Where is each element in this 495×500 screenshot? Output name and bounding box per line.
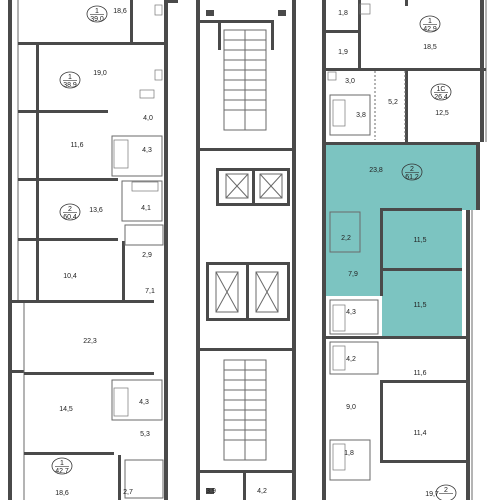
apartment-total-area: 60,4	[63, 214, 77, 221]
room-area-r23: 5,2	[388, 99, 398, 106]
apartment-total-area: 38,9	[63, 82, 77, 89]
room-area-r3: 4,0	[143, 115, 153, 122]
room-area-r16: 2,7	[123, 489, 133, 496]
room-area-r2: 19,0	[93, 70, 107, 77]
apartment-badge-a7[interactable]: 261,2	[401, 163, 423, 181]
apartment-total-area: 42,9	[423, 26, 437, 33]
room-area-r29: 7,9	[348, 271, 358, 278]
apartment-badge-a4[interactable]: 142,7	[51, 457, 73, 475]
apartment-rooms: 2	[444, 487, 448, 494]
room-area-r11: 22,3	[83, 338, 97, 345]
apartment-badge-a3[interactable]: 260,4	[59, 203, 81, 221]
apartment-rooms: 2	[68, 206, 72, 213]
room-area-r32: 4,2	[346, 356, 356, 363]
apartment-total-area: 42,7	[55, 468, 69, 475]
room-area-r1: 18,6	[113, 8, 127, 15]
room-area-r7: 4,1	[141, 205, 151, 212]
room-area-r4: 11,6	[70, 142, 83, 149]
apartment-badge-circle	[59, 71, 81, 89]
room-area-r6: 13,6	[89, 207, 103, 214]
room-area-r18: 4,2	[257, 488, 267, 495]
apartment-badge-a2[interactable]: 138,9	[59, 71, 81, 89]
room-area-r12: 4,3	[139, 399, 149, 406]
room-area-r36: 1,8	[344, 450, 354, 457]
room-area-r27: 2,2	[341, 235, 351, 242]
room-area-r28: 11,5	[413, 237, 426, 244]
room-area-r25: 12,5	[435, 110, 449, 117]
room-area-r21: 1,9	[338, 49, 348, 56]
room-area-r24: 3,8	[356, 112, 366, 119]
apartment-badge-a1[interactable]: 139,0	[86, 5, 108, 23]
apartment-rooms: 1	[428, 18, 432, 25]
apartment-badge-circle	[59, 203, 81, 221]
room-area-r34: 9,0	[346, 404, 356, 411]
room-area-r17: 3,9	[206, 488, 216, 495]
left-wing-walls	[8, 0, 178, 500]
apartment-total-area: 39,0	[90, 16, 104, 23]
room-area-r33: 11,6	[413, 370, 426, 377]
room-area-r20: 18,5	[423, 44, 437, 51]
room-area-r14: 5,3	[140, 431, 150, 438]
apartment-total-area: 26,4	[434, 94, 448, 101]
room-area-r10: 7,1	[145, 288, 155, 295]
apartment-badge-circle	[86, 5, 108, 23]
apartment-rooms: 1	[68, 74, 72, 81]
room-area-r19: 1,8	[338, 10, 348, 17]
room-area-r5: 4,3	[142, 147, 152, 154]
apartment-badge-circle	[435, 484, 457, 500]
apartment-badge-a8[interactable]: 2	[435, 484, 457, 500]
apartment-badge-circle	[51, 457, 73, 475]
room-area-r26: 23,8	[369, 167, 383, 174]
apartment-badge-circle	[419, 15, 441, 33]
apartment-rooms: 1	[60, 460, 64, 467]
room-area-r31: 4,3	[346, 309, 356, 316]
room-area-r22: 3,0	[345, 78, 355, 85]
apartment-badge-a5[interactable]: 142,9	[419, 15, 441, 33]
room-area-r30: 11,5	[413, 302, 426, 309]
apartment-total-area: 61,2	[405, 174, 419, 181]
room-area-r15: 18,6	[55, 490, 69, 497]
room-area-r8: 2,9	[142, 252, 152, 259]
room-area-r35: 11,4	[413, 430, 426, 437]
selected-apartment-highlight[interactable]	[326, 142, 476, 336]
apartment-badge-circle	[401, 163, 423, 181]
room-area-r13: 14,5	[59, 406, 73, 413]
right-wing-walls	[322, 0, 487, 500]
apartment-badge-circle	[430, 83, 452, 101]
apartment-rooms: 1	[95, 8, 99, 15]
core-walls	[196, 0, 296, 500]
apartment-rooms: 2	[410, 166, 414, 173]
room-area-r37: 19,7	[425, 491, 439, 498]
room-area-r9: 10,4	[63, 273, 77, 280]
apartment-rooms: 1С	[437, 86, 446, 93]
